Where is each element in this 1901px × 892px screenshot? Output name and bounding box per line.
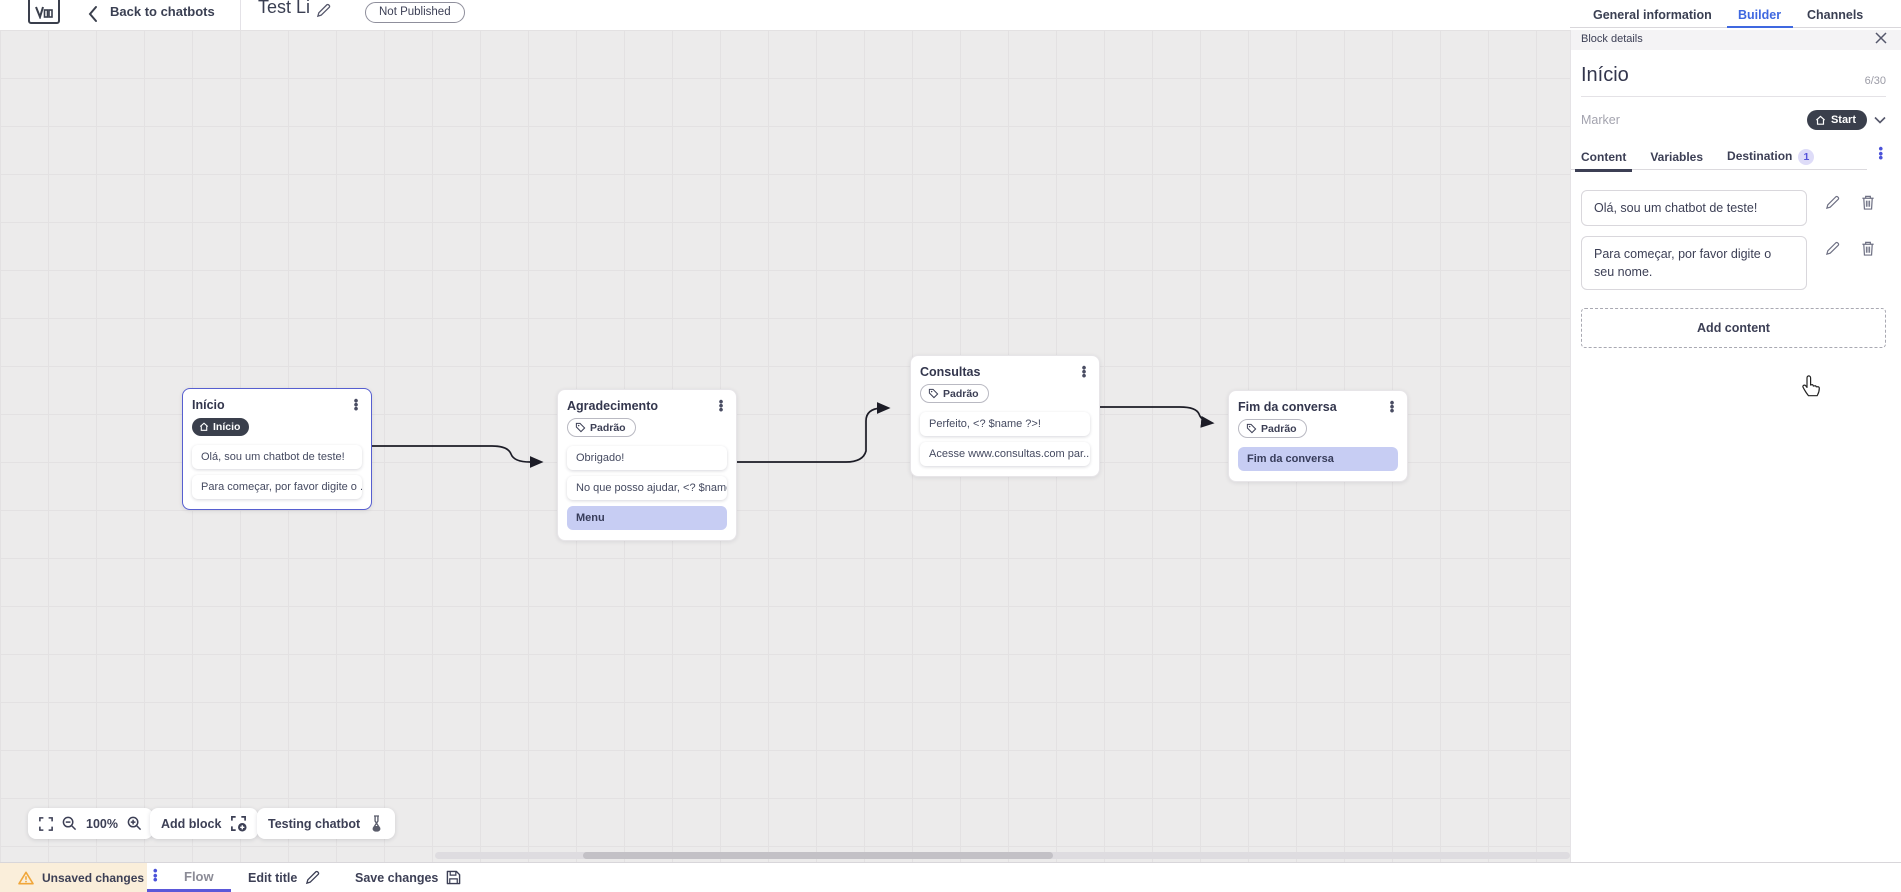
block-message-item[interactable]: No que posso ajudar, <? $name ... bbox=[567, 476, 727, 500]
edit-title-label: Edit title bbox=[248, 870, 298, 885]
content-item-row: Olá, sou um chatbot de teste! bbox=[1581, 190, 1886, 227]
home-icon bbox=[1815, 115, 1825, 125]
tag-badge: Padrão bbox=[1238, 419, 1307, 438]
home-icon bbox=[199, 422, 209, 431]
block-message-item[interactable]: Acesse www.consultas.com par... bbox=[920, 442, 1090, 466]
panel-tabs-border bbox=[1571, 169, 1867, 170]
zoom-level: 100% bbox=[86, 816, 118, 831]
chevron-down-icon[interactable] bbox=[1874, 116, 1886, 124]
flow-block-fim-da-conversa[interactable]: Fim da conversa ••• Padrão Fim da conver… bbox=[1228, 390, 1408, 482]
tag-icon bbox=[575, 422, 586, 433]
block-name-input[interactable]: Início bbox=[1581, 64, 1629, 86]
app-logo-icon[interactable] bbox=[28, 0, 60, 24]
tab-channels[interactable]: Channels bbox=[1807, 8, 1864, 22]
add-block-label: Add block bbox=[161, 816, 222, 831]
block-menu-icon[interactable]: ••• bbox=[1389, 395, 1395, 418]
edge-agradecimento-consultas bbox=[737, 402, 891, 463]
flow-canvas[interactable]: Início ••• Início Olá, sou um chatbot de… bbox=[0, 30, 1570, 862]
block-button-item[interactable]: Menu bbox=[567, 506, 727, 530]
top-bar: Back to chatbots Test Li Not Published G… bbox=[0, 0, 1901, 30]
testing-chatbot-button[interactable]: Testing chatbot bbox=[257, 808, 396, 839]
block-title: Consultas bbox=[920, 365, 981, 379]
canvas-hscrollbar-thumb[interactable] bbox=[583, 852, 1053, 859]
flow-block-inicio[interactable]: Início ••• Início Olá, sou um chatbot de… bbox=[182, 388, 372, 510]
zoom-in-icon[interactable] bbox=[127, 816, 142, 831]
block-title: Início bbox=[192, 398, 225, 412]
bottom-bar: Unsaved changes ••• Flow Edit title Save… bbox=[0, 862, 1901, 892]
builder-tabs: General information Builder Channels bbox=[1570, 0, 1901, 28]
block-menu-icon[interactable]: ••• bbox=[718, 394, 724, 417]
edge-inicio-agradecimento bbox=[372, 445, 544, 468]
warning-icon bbox=[18, 871, 34, 884]
tag-badge: Padrão bbox=[567, 418, 636, 437]
unsaved-changes-status: Unsaved changes bbox=[0, 863, 147, 892]
bottom-bar-menu-icon[interactable]: ••• bbox=[153, 863, 158, 887]
close-icon[interactable] bbox=[1875, 31, 1887, 47]
delete-content-icon[interactable] bbox=[1861, 195, 1875, 210]
tag-icon bbox=[1246, 423, 1257, 434]
tab-builder[interactable]: Builder bbox=[1738, 8, 1782, 22]
panel-tab-menu-icon[interactable]: ••• bbox=[1878, 141, 1883, 165]
content-item-text[interactable]: Para começar, por favor digite o seu nom… bbox=[1581, 236, 1807, 291]
edge-consultas-fim bbox=[1100, 406, 1215, 428]
block-button-item[interactable]: Fim da conversa bbox=[1238, 447, 1398, 471]
tag-icon bbox=[928, 388, 939, 399]
tab-general-information[interactable]: General information bbox=[1593, 8, 1712, 22]
flow-tab-underline bbox=[147, 889, 231, 892]
mouse-cursor-icon bbox=[1798, 374, 1822, 405]
content-item-text[interactable]: Olá, sou um chatbot de teste! bbox=[1581, 190, 1807, 227]
tag-badge: Padrão bbox=[920, 384, 989, 403]
block-message-item[interactable]: Obrigado! bbox=[567, 446, 727, 470]
save-changes-label: Save changes bbox=[355, 870, 439, 885]
edit-content-icon[interactable] bbox=[1825, 241, 1840, 256]
topbar-divider bbox=[240, 0, 241, 30]
panel-tab-variables[interactable]: Variables bbox=[1650, 149, 1704, 164]
panel-tab-content[interactable]: Content bbox=[1574, 149, 1633, 172]
publish-status-badge: Not Published bbox=[365, 2, 465, 23]
testing-chatbot-label: Testing chatbot bbox=[268, 816, 361, 831]
title-char-counter: 6/30 bbox=[1864, 75, 1886, 87]
flow-block-agradecimento[interactable]: Agradecimento ••• Padrão Obrigado! No qu… bbox=[557, 389, 737, 541]
tab-flow[interactable]: Flow bbox=[184, 869, 214, 884]
zoom-out-icon[interactable] bbox=[62, 816, 77, 831]
block-menu-icon[interactable]: ••• bbox=[1081, 360, 1087, 383]
delete-content-icon[interactable] bbox=[1861, 241, 1875, 256]
flow-block-consultas[interactable]: Consultas ••• Padrão Perfeito, <? $name … bbox=[910, 355, 1100, 477]
chatbot-title[interactable]: Test Li bbox=[258, 0, 311, 17]
back-chevron-icon[interactable] bbox=[88, 5, 98, 28]
start-marker-badge: Início bbox=[192, 418, 250, 436]
marker-label: Marker bbox=[1581, 113, 1620, 127]
zoom-controls: 100% bbox=[28, 808, 153, 839]
back-to-chatbots-link[interactable]: Back to chatbots bbox=[110, 4, 215, 19]
marker-start-badge[interactable]: Start bbox=[1806, 110, 1867, 130]
destination-count-badge: 1 bbox=[1798, 148, 1815, 165]
edit-title-button[interactable]: Edit title bbox=[248, 870, 320, 885]
edit-content-icon[interactable] bbox=[1825, 195, 1840, 210]
block-title: Fim da conversa bbox=[1238, 400, 1337, 414]
content-item-row: Para começar, por favor digite o seu nom… bbox=[1581, 236, 1886, 291]
save-changes-button[interactable]: Save changes bbox=[355, 870, 461, 885]
logo-glyph-icon bbox=[35, 6, 53, 19]
add-block-button[interactable]: Add block bbox=[150, 808, 259, 839]
block-message-item[interactable]: Para começar, por favor digite o ... bbox=[192, 475, 362, 499]
block-menu-icon[interactable]: ••• bbox=[353, 393, 359, 416]
active-tab-underline bbox=[1727, 26, 1793, 28]
add-block-icon bbox=[231, 816, 247, 832]
flask-icon bbox=[372, 815, 381, 832]
block-details-panel: Block details Início 6/30 Marker Start bbox=[1570, 28, 1901, 862]
flow-connections bbox=[372, 402, 1215, 468]
block-message-item[interactable]: Olá, sou um chatbot de teste! bbox=[192, 445, 362, 469]
panel-header-title: Block details bbox=[1581, 33, 1643, 45]
edit-chatbot-title-icon[interactable] bbox=[316, 3, 331, 18]
fit-screen-icon[interactable] bbox=[39, 816, 53, 831]
block-title: Agradecimento bbox=[567, 399, 658, 413]
block-message-item[interactable]: Perfeito, <? $name ?>! bbox=[920, 412, 1090, 436]
pencil-icon bbox=[306, 870, 320, 885]
add-content-button[interactable]: Add content bbox=[1581, 308, 1886, 349]
save-icon bbox=[447, 870, 461, 885]
